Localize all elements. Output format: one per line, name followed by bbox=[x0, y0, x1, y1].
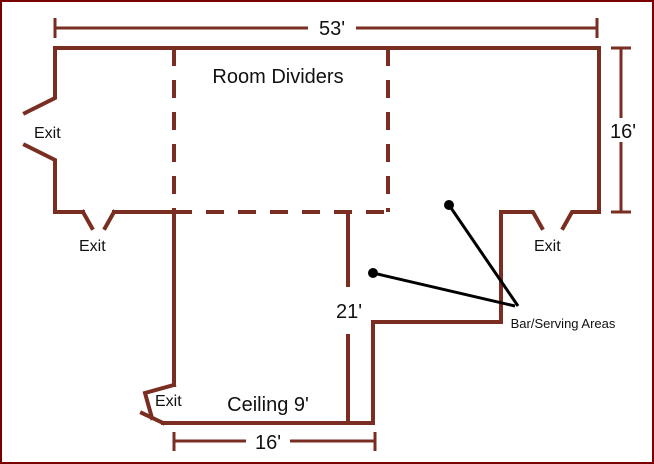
bar-serving-pointers bbox=[368, 200, 520, 308]
dimension-top bbox=[53, 16, 599, 40]
bar-serving-label: Bar/Serving Areas bbox=[511, 316, 616, 331]
exit-label-right: Exit bbox=[534, 238, 561, 255]
dimension-label-53: 53' bbox=[319, 18, 345, 40]
dimension-bottom bbox=[172, 430, 377, 454]
floor-plan-walls bbox=[22, 46, 601, 426]
dimension-label-16-bottom: 16' bbox=[255, 432, 281, 454]
dimension-label-16-right: 16' bbox=[610, 121, 636, 143]
exit-label-lower: Exit bbox=[155, 393, 182, 410]
room-dividers-lines bbox=[172, 48, 390, 214]
bar-area-dot-upper bbox=[444, 200, 454, 210]
room-dividers-label: Room Dividers bbox=[212, 66, 343, 88]
ceiling-height-label: Ceiling 9' bbox=[227, 394, 309, 416]
bar-area-dot-lower bbox=[368, 268, 378, 278]
exit-label-left: Exit bbox=[34, 125, 61, 142]
dimension-right bbox=[606, 46, 642, 214]
exit-label-bottom-left: Exit bbox=[79, 238, 106, 255]
corridor-dimension-21: 21' bbox=[336, 301, 362, 323]
